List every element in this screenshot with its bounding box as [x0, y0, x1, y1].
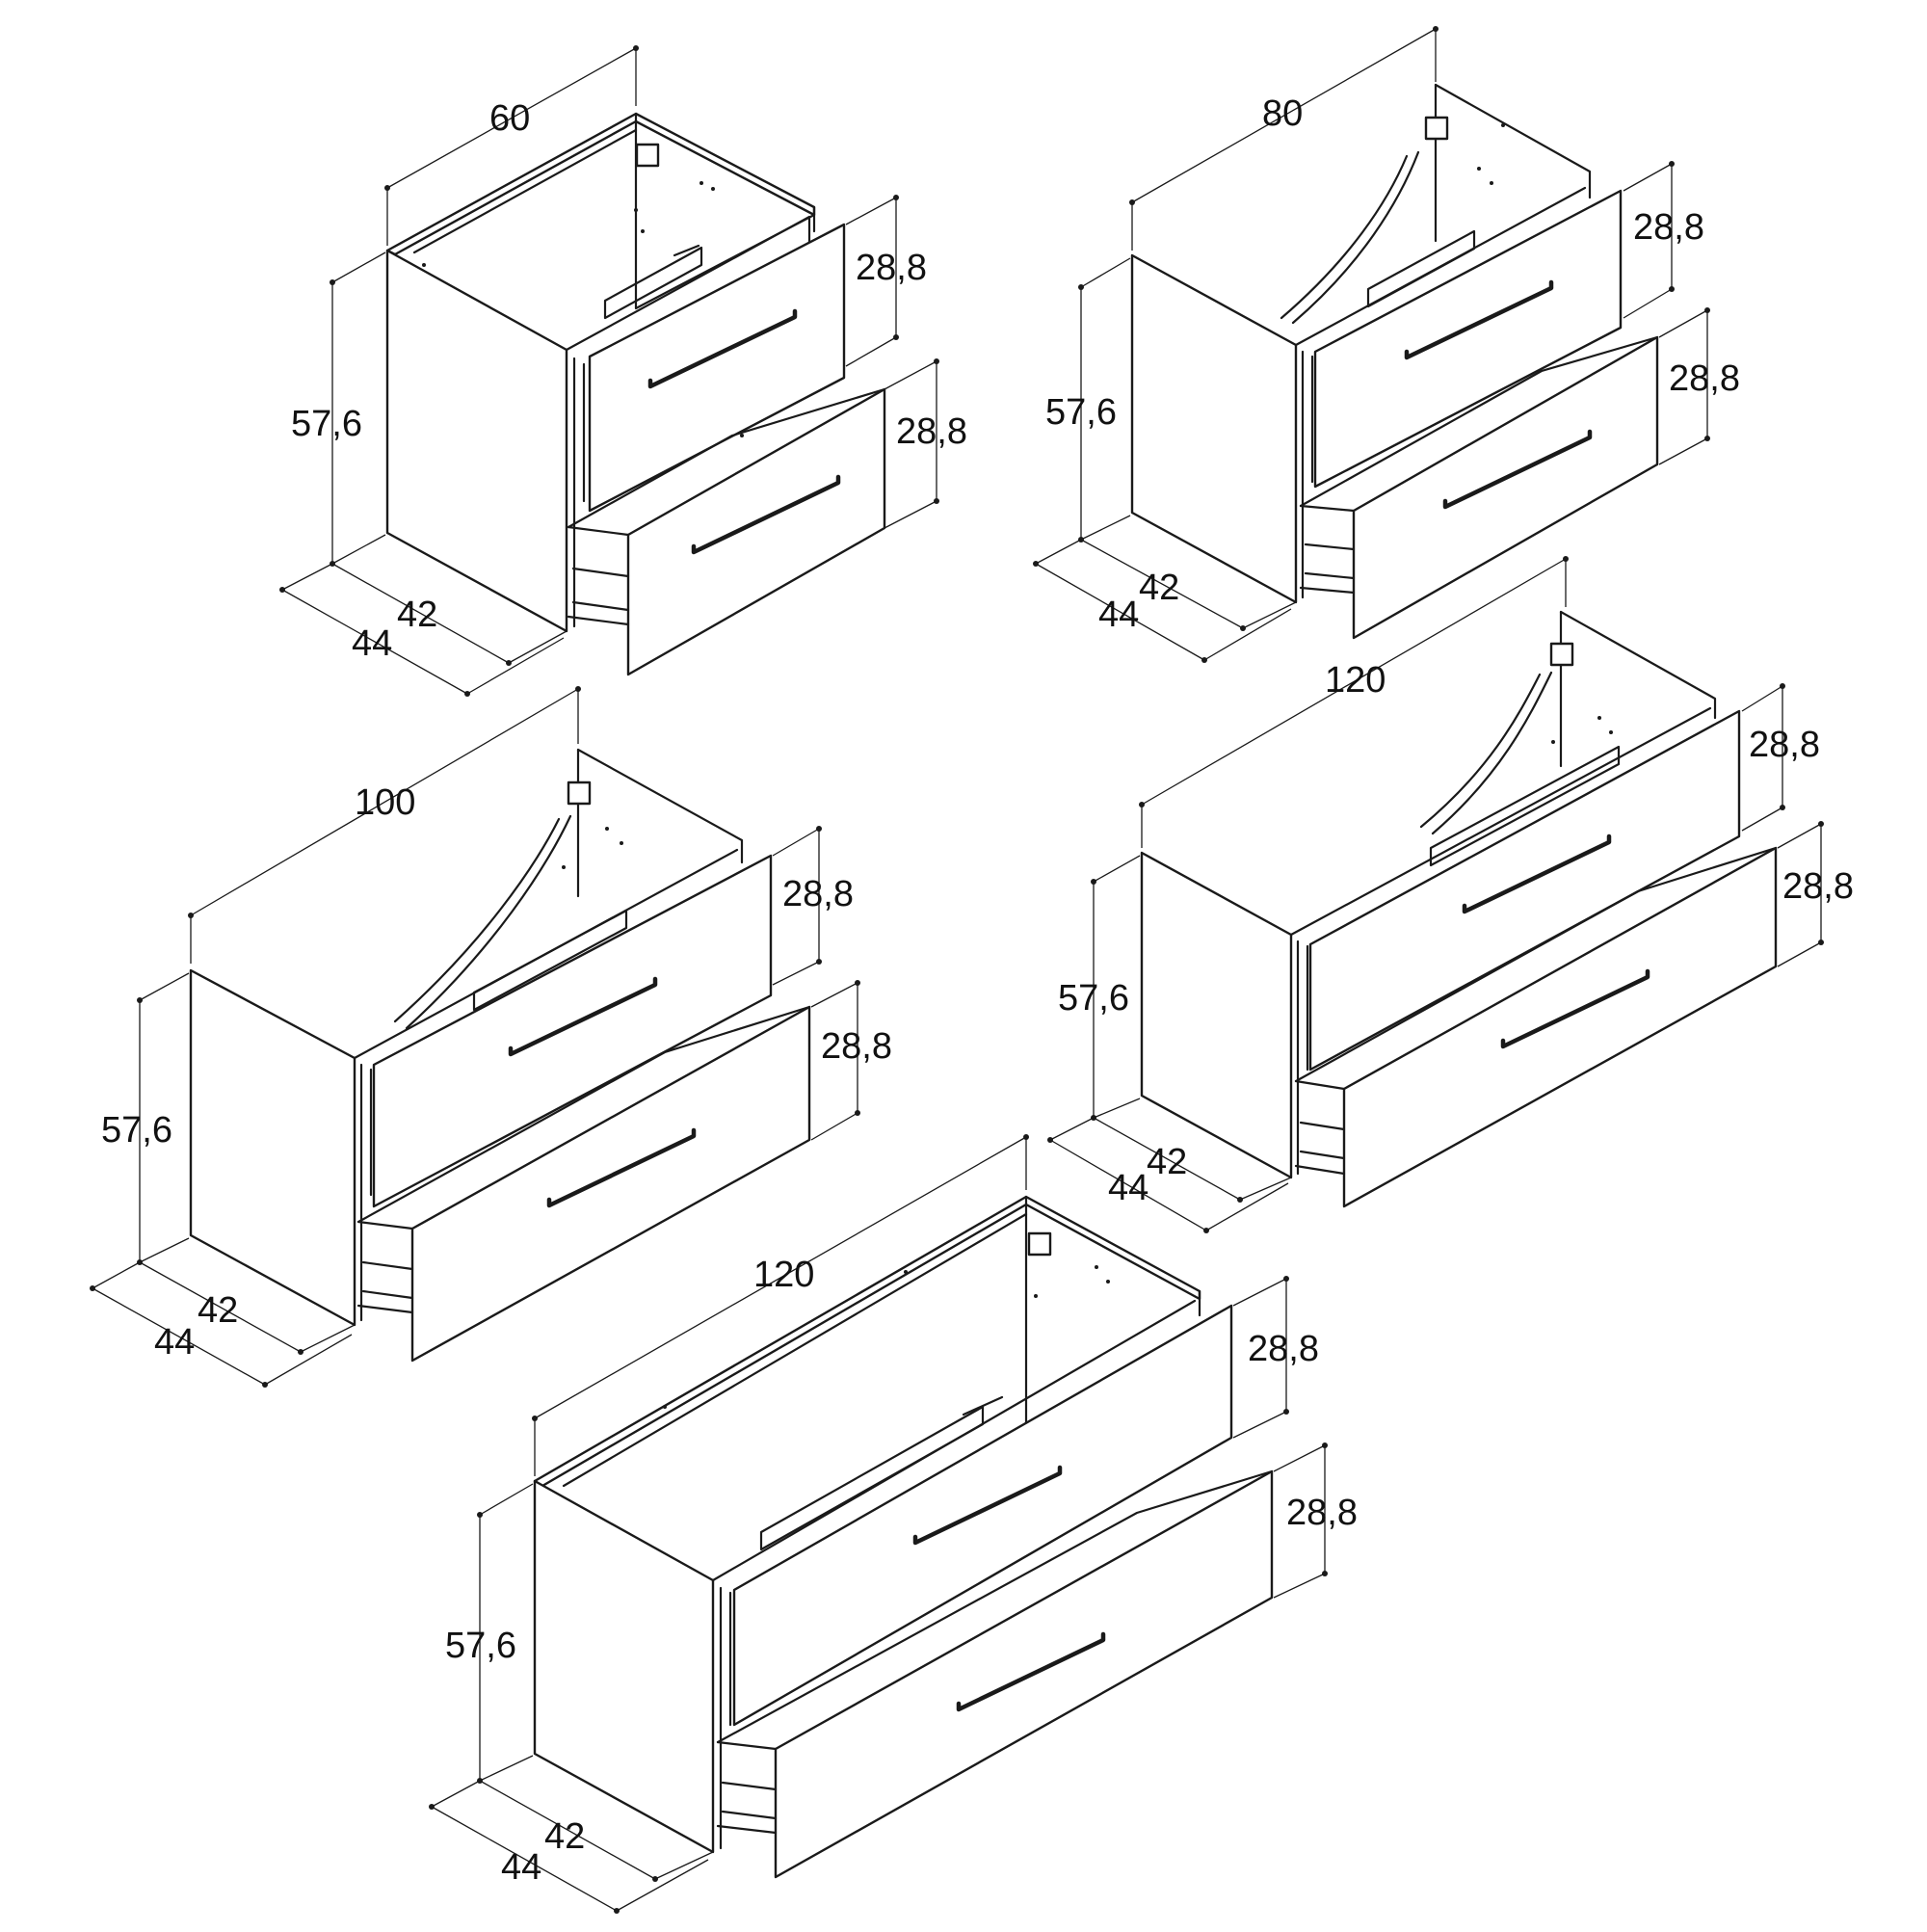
cab-120a-drawer-top-label: 28,8 [1749, 725, 1820, 765]
cabinet-120-sink: 120 57,6 42 44 28,8 28,8 [1047, 556, 1854, 1233]
cab-80-depth44-label: 44 [1098, 595, 1139, 635]
cab-120b-depth42-label: 42 [544, 1816, 585, 1857]
cab-120b-drawer-bottom-label: 28,8 [1286, 1493, 1358, 1533]
cab-120b-width-label: 120 [753, 1255, 814, 1295]
cab-60-depth44-label: 44 [352, 623, 392, 664]
cab-100-height-label: 57,6 [101, 1110, 172, 1151]
cab-100-drawer-bottom-label: 28,8 [821, 1026, 892, 1067]
cab-120a-drawer-bottom-label: 28,8 [1782, 866, 1854, 907]
cab-60-width-label: 60 [489, 98, 530, 139]
cabinet-120-open: 120 57,6 42 44 28,8 28,8 [429, 1134, 1358, 1914]
cabinet-80: 80 57,6 42 44 28,8 28,8 [1033, 26, 1740, 663]
cab-120a-depth44-label: 44 [1108, 1168, 1148, 1208]
cab-60-depth42-label: 42 [397, 595, 437, 635]
cab-120a-height-label: 57,6 [1058, 978, 1129, 1019]
cab-80-height-label: 57,6 [1045, 392, 1117, 433]
cabinet-60: 60 57,6 42 44 28,8 28,8 [279, 45, 967, 697]
cab-80-depth42-label: 42 [1139, 568, 1179, 608]
cab-100-depth44-label: 44 [154, 1322, 195, 1363]
cab-80-drawer-bottom-label: 28,8 [1669, 358, 1740, 399]
cab-100-width-label: 100 [355, 782, 415, 823]
cab-120a-width-label: 120 [1325, 660, 1386, 701]
cab-60-drawer-bottom-label: 28,8 [896, 411, 967, 452]
cab-60-drawer-top-label: 28,8 [856, 248, 927, 288]
cab-120a-depth42-label: 42 [1147, 1142, 1187, 1182]
cab-120b-drawer-top-label: 28,8 [1248, 1329, 1319, 1369]
cabinet-100: 100 57,6 42 44 28,8 28,8 [90, 686, 892, 1388]
cab-60-height-label: 57,6 [291, 404, 362, 444]
cab-120b-height-label: 57,6 [445, 1626, 516, 1666]
cab-80-drawer-top-label: 28,8 [1633, 207, 1704, 248]
cab-100-depth42-label: 42 [198, 1290, 238, 1331]
cab-120b-depth44-label: 44 [501, 1847, 541, 1888]
cab-80-width-label: 80 [1262, 93, 1303, 134]
cab-100-drawer-top-label: 28,8 [782, 874, 854, 914]
